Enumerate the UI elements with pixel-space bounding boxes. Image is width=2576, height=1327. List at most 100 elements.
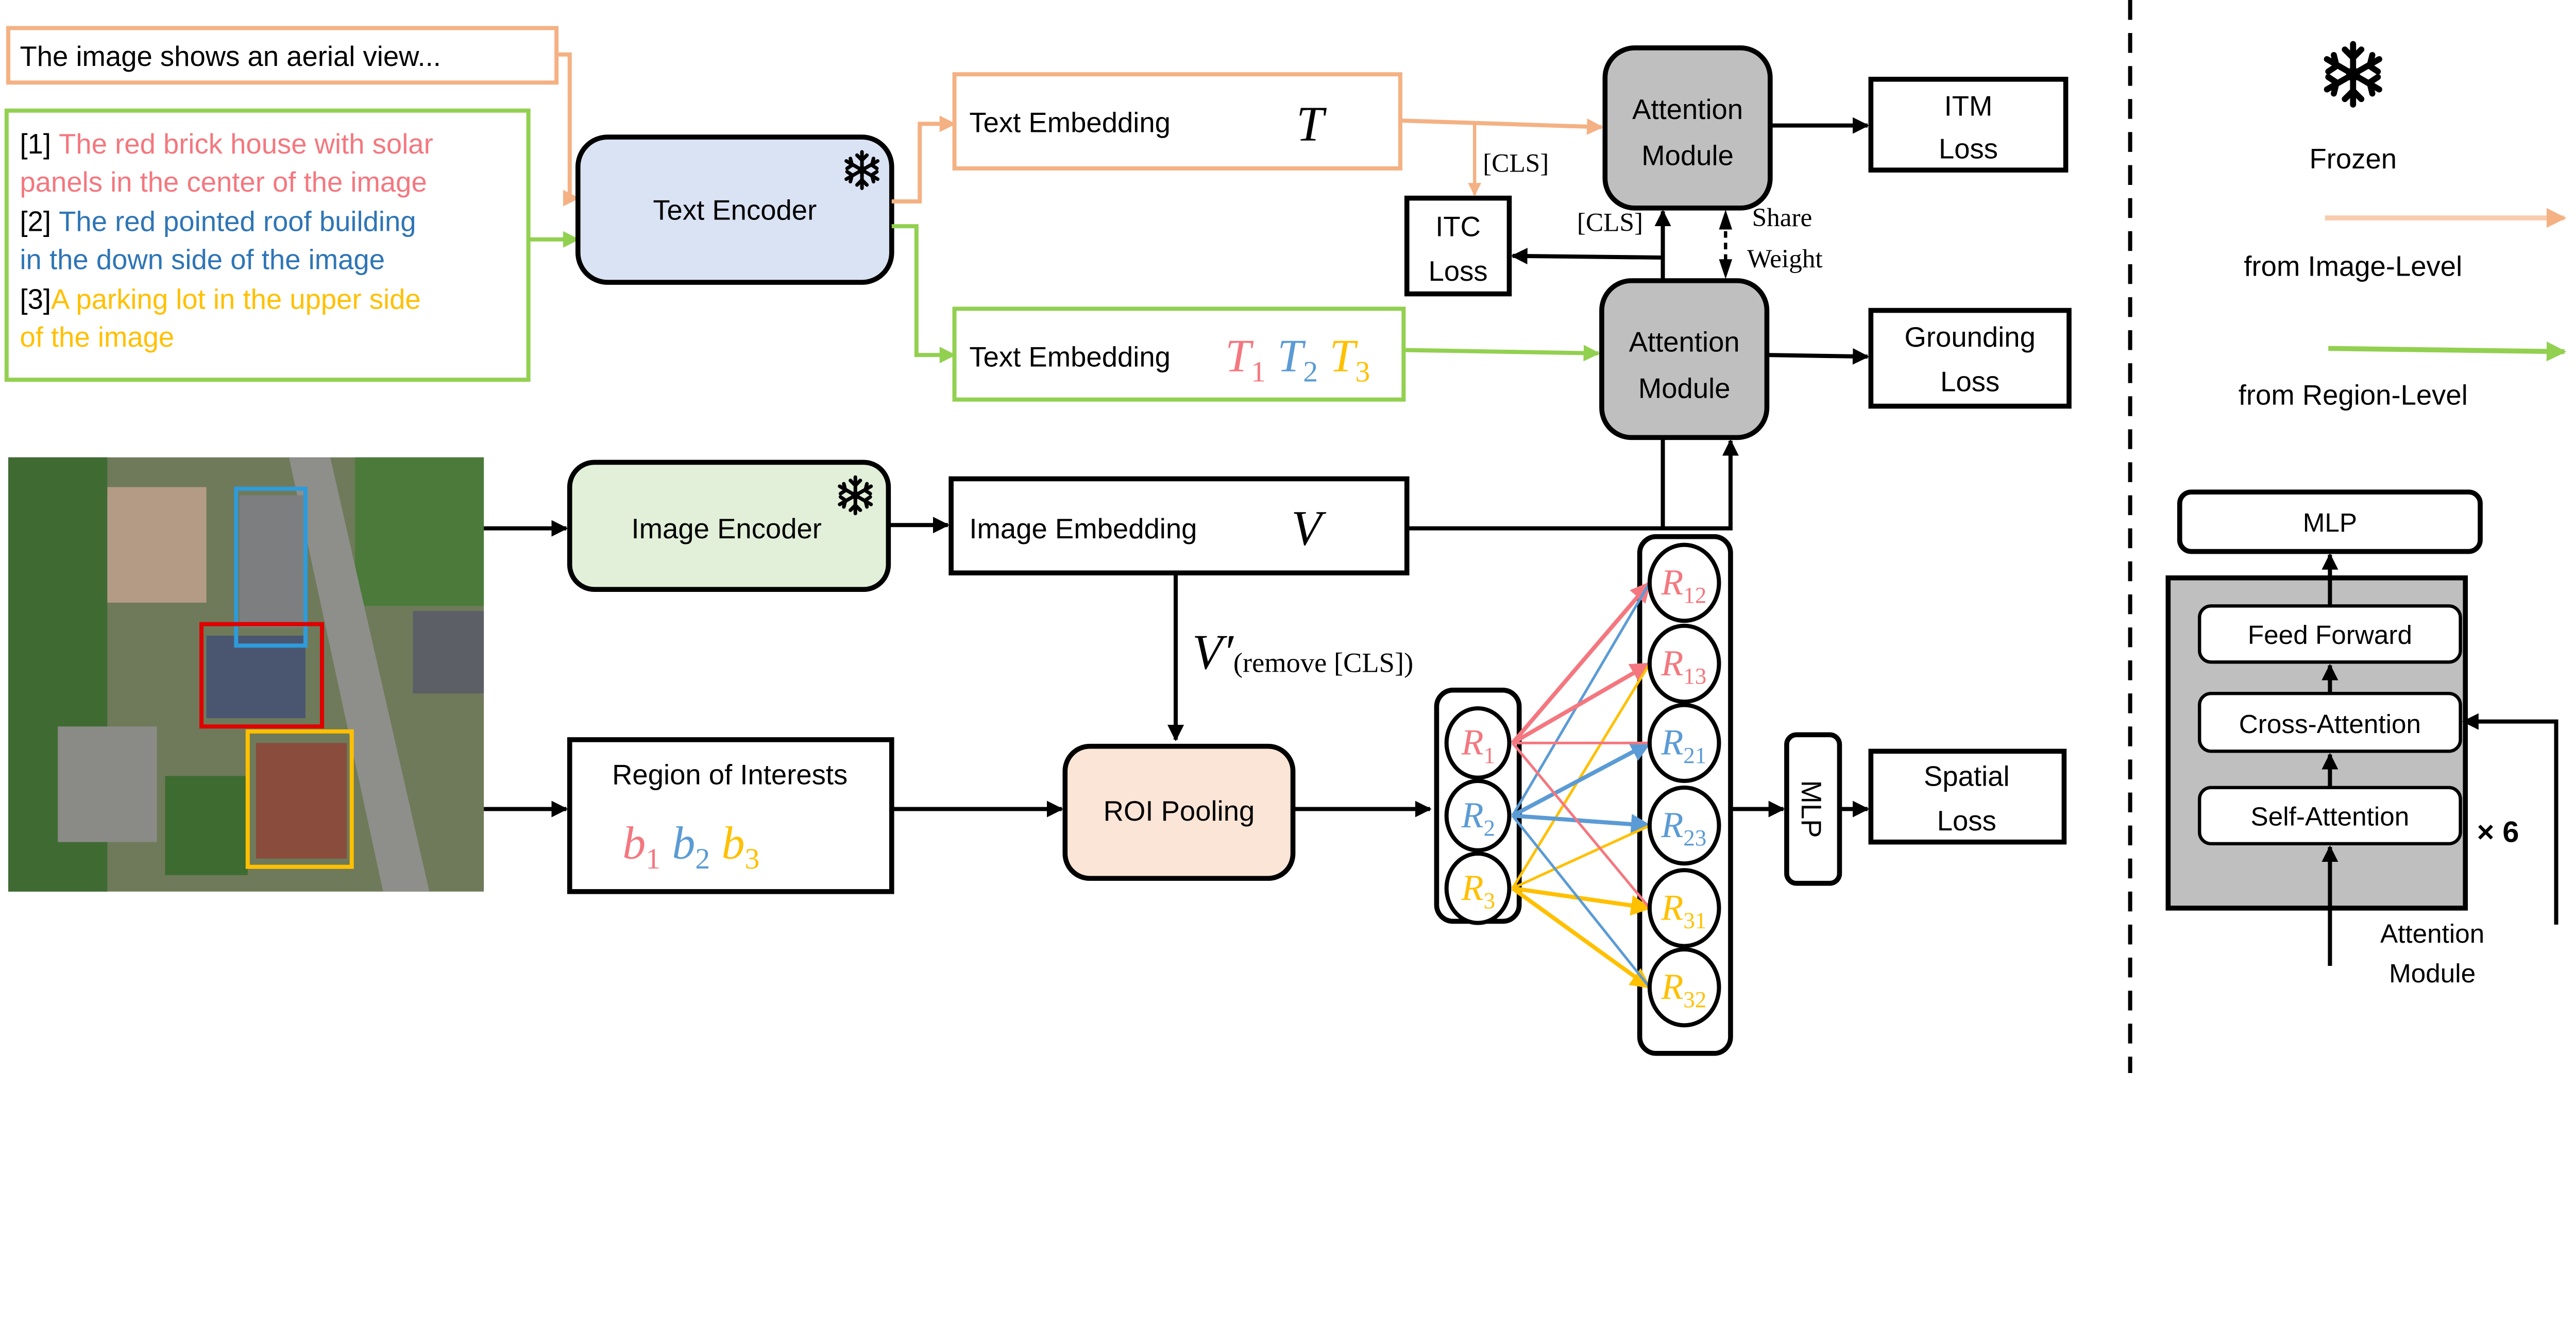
attention-module-top: [1602, 45, 1773, 211]
caption-1-line-2: panels in the center of the image: [20, 166, 427, 198]
t3-sub: 3: [1355, 355, 1370, 388]
image-caption-arrow: [556, 52, 580, 207]
caption-2-line-2: in the down side of the image: [20, 244, 385, 275]
region-pair-32-symbol: R: [1660, 967, 1683, 1007]
detail-mlp-label: MLP: [2303, 508, 2357, 537]
relation-arrow-r1-r31: [1511, 742, 1651, 909]
relation-arrow-r3-r32: [1511, 887, 1652, 989]
caption-3-line-1: A parking lot in the upper side: [51, 283, 421, 315]
frozen-legend-snowflake-icon: [2327, 44, 2379, 105]
spatial-loss-box: [1868, 748, 2067, 845]
region-2-label: R2: [1461, 795, 1496, 841]
caption-index-1: [1]: [20, 128, 51, 160]
region-pair-31-symbol: R: [1660, 888, 1683, 928]
svg-text:[3]A parking lot in the upper: [3]A parking lot in the upper side: [20, 283, 420, 315]
cls-label-text: [CLS]: [1483, 148, 1549, 178]
relation-arrow-r2-r23: [1512, 813, 1652, 835]
feed-forward-box: [2198, 604, 2462, 664]
t2-symbol: T: [1277, 331, 1306, 382]
caption-1-line-1: The red brick house with solar: [59, 128, 433, 160]
relation-arrow-r1-r12: [1511, 581, 1651, 744]
box-solar-house: [199, 622, 325, 729]
legend-frozen-label: Frozen: [2310, 143, 2397, 175]
cross-attention-box: [2198, 691, 2462, 753]
region-pair-23-label: R23: [1660, 805, 1706, 850]
v-prime-symbol: V′: [1192, 624, 1234, 679]
b1-symbol: b: [622, 818, 646, 869]
attention-bottom-label-1: Attention: [1629, 327, 1740, 358]
attention-top-label-2: Module: [1641, 140, 1734, 172]
relation-arrow-r2-r32: [1511, 814, 1651, 989]
region-text-embedding-label: Text Embedding: [969, 342, 1171, 373]
caption-index-3: [3]: [20, 283, 51, 315]
framework-diagram: The image shows an aerial view... [1] Th…: [4, 0, 2567, 1074]
image-caption-text: The image shows an aerial view...: [20, 41, 440, 72]
text-embedding-label: Text Embedding: [969, 107, 1171, 138]
legend-region-level-label: from Region-Level: [2239, 379, 2468, 411]
svg-text:[2] The red pointed roof build: [2] The red pointed roof building: [20, 206, 416, 237]
svg-text:[1] The red brick house with s: [1] The red brick house with solar: [20, 128, 433, 160]
t1-symbol: T: [1225, 331, 1254, 382]
box-pointed-roof: [245, 729, 354, 869]
region-2-sub: 2: [1484, 815, 1495, 841]
text-encoder-box: [575, 134, 894, 285]
region-3-symbol: R: [1461, 868, 1484, 908]
grounding-loss-box: [1868, 308, 2072, 409]
v-prime-label: V′(remove [CLS]): [1192, 624, 1413, 679]
region-pair-31-sub: 31: [1683, 907, 1706, 933]
region-1-sub: 1: [1484, 742, 1495, 768]
relation-arrow-r3-r23: [1512, 824, 1650, 890]
t1-sub: 1: [1251, 355, 1266, 388]
itc-label-2: Loss: [1429, 256, 1488, 287]
itm-label-2: Loss: [1939, 133, 1998, 165]
feed-forward-label: Feed Forward: [2248, 620, 2412, 650]
v-prime-sub: (remove [CLS]): [1233, 647, 1413, 678]
grounding-label-2: Loss: [1940, 366, 1999, 398]
region-pair-13-symbol: R: [1660, 643, 1683, 684]
region-pair-21-label: R21: [1660, 723, 1706, 768]
caption-index-2: [2]: [20, 206, 51, 237]
region-pair-12-label: R12: [1660, 563, 1706, 608]
region-pair-31-circle: [1647, 868, 1721, 948]
region-pair-21-symbol: R: [1660, 723, 1683, 763]
text-encoder-image-level-arrow: [891, 115, 956, 204]
region-of-interests-box: [567, 737, 894, 894]
region-2-circle: [1444, 779, 1512, 853]
region-pair-23-symbol: R: [1660, 805, 1683, 845]
cross-input-arrow: [2462, 713, 2558, 925]
region-2-symbol: R: [1461, 795, 1484, 836]
attention-module-bottom: [1599, 278, 1770, 440]
grounding-label-1: Grounding: [1905, 321, 2036, 353]
box-symbols: b1 b2 b3: [622, 818, 759, 879]
region-pair-12-circle: [1647, 542, 1721, 623]
region-text-embedding-box: [952, 307, 1406, 402]
attention-bottom-label-2: Module: [1638, 372, 1731, 404]
cross-attention-label: Cross-Attention: [2239, 709, 2421, 739]
image-embedding-box: [948, 476, 1410, 575]
region-3-sub: 3: [1484, 888, 1495, 913]
weight-label: Weight: [1747, 244, 1823, 274]
itc-loss-box: [1404, 195, 1512, 297]
share-weight-arrowheads: [1719, 210, 1733, 279]
region-captions: [1] The red brick house with solar panel…: [20, 128, 433, 353]
t2-sub: 2: [1303, 355, 1318, 388]
spatial-label-1: Spatial: [1924, 761, 2010, 792]
spatial-label-2: Loss: [1937, 805, 1996, 837]
region-pair-13-sub: 13: [1683, 663, 1706, 689]
attention-top-label-1: Attention: [1632, 94, 1743, 125]
b3-sub: 3: [745, 843, 760, 875]
region-pair-32-sub: 32: [1683, 986, 1706, 1012]
region-3-circle: [1444, 852, 1512, 925]
text-embedding-symbol: T: [1296, 96, 1327, 151]
b2-symbol: b: [672, 818, 695, 869]
image-embedding-symbol: V: [1291, 501, 1326, 556]
text-embedding-box: [952, 72, 1402, 171]
relation-arrow-r2-r12: [1511, 582, 1651, 816]
text-encoder-label: Text Encoder: [653, 194, 817, 226]
caption-3-line-2: of the image: [20, 321, 174, 353]
region-pair-13-label: R13: [1660, 643, 1706, 689]
region-pair-21-sub: 21: [1683, 742, 1706, 768]
region-pair-12-sub: 12: [1683, 582, 1706, 608]
